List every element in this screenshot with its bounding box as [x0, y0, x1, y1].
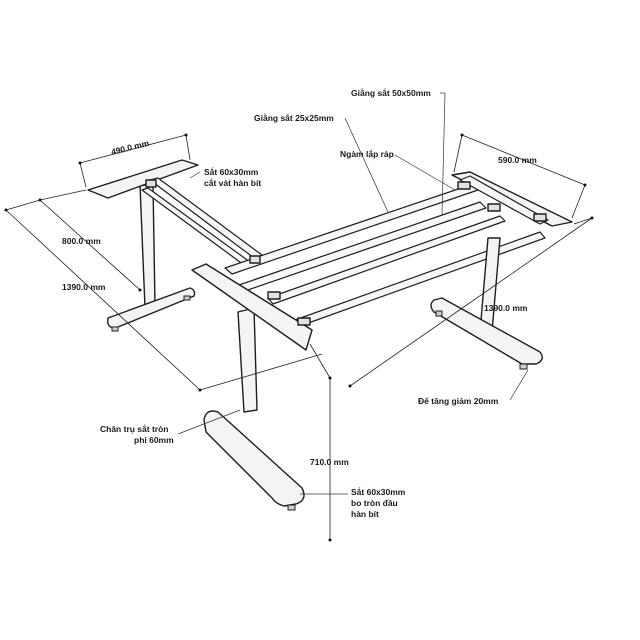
steel-round-label-3: hàn bít — [351, 509, 379, 519]
round-column-label-2: phi 60mm — [134, 435, 174, 445]
mounting-slot-label: Ngàm lắp ráp — [340, 148, 394, 159]
dim-710-label: 710.0 mm — [310, 457, 349, 467]
steel-bevel-label-1: Sắt 60x30mm — [204, 166, 259, 177]
leveling-foot-label: Đế tăng giảm 20mm — [418, 396, 499, 406]
brace-25-label: Giằng sắt 25x25mm — [254, 112, 334, 123]
main-rails — [224, 184, 546, 327]
desk-frame — [87, 159, 573, 511]
dim-1390-right-label: 1390.0 mm — [484, 303, 528, 313]
left-leg — [87, 159, 199, 332]
steel-bevel-label-2: cắt vát hàn bít — [204, 177, 261, 188]
front-leg — [191, 263, 313, 511]
steel-round-label-1: Sắt 60x30mm — [351, 486, 406, 497]
leader-lines — [177, 92, 529, 495]
round-column-label-1: Chân trụ sắt tròn — [100, 423, 168, 434]
dimension-lines — [4, 133, 594, 542]
dim-590-label: 590.0 mm — [498, 155, 537, 165]
dim-490-label: 490.0 mm — [110, 138, 150, 157]
dim-1390-left-label: 1390.0 mm — [62, 282, 106, 292]
right-end — [430, 171, 573, 370]
brace-50-label: Giằng sắt 50x50mm — [351, 87, 431, 98]
left-rails — [141, 177, 263, 266]
steel-round-label-2: bo tròn đầu — [351, 498, 398, 508]
mounting-slots — [145, 179, 547, 326]
labels: 490.0 mm 800.0 mm 1390.0 mm 590.0 mm 139… — [62, 87, 537, 519]
dim-800-label: 800.0 mm — [62, 236, 101, 246]
